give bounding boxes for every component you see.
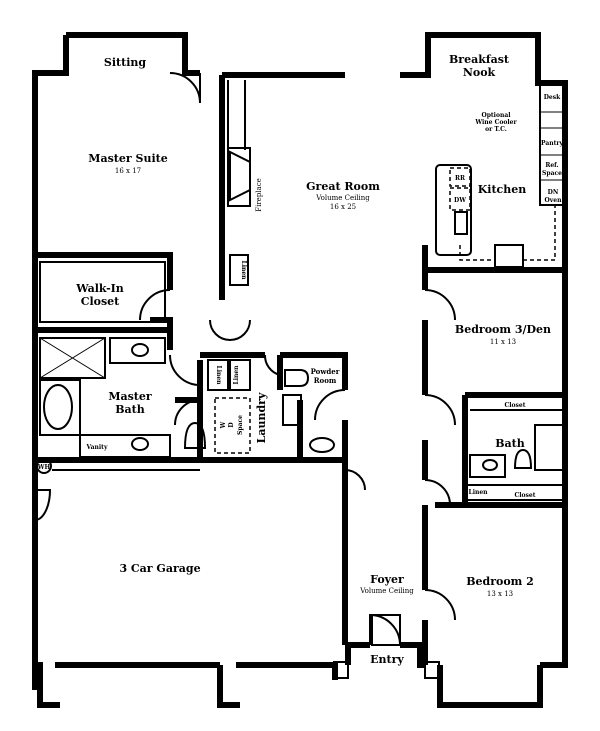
label-walk-in: Walk-In — [75, 282, 124, 295]
label-bedroom2: Bedroom 2 — [466, 575, 534, 588]
label-powder: Powder — [311, 367, 340, 376]
label-bath-hall: Bath — [495, 437, 525, 450]
label-garage: 3 Car Garage — [119, 562, 200, 575]
label-space: Space — [542, 170, 562, 177]
label-desk: Desk — [544, 94, 561, 101]
size-bedroom3: 11 x 13 — [490, 338, 516, 346]
size-bedroom2: 13 x 13 — [487, 590, 513, 598]
label-dw: DW — [454, 197, 466, 204]
walls — [32, 32, 568, 708]
label-nook: Nook — [463, 66, 496, 79]
label-master: Master — [108, 390, 152, 403]
label-wine-1: Optional — [481, 112, 511, 119]
label-sitting: Sitting — [104, 56, 146, 69]
label-w: W — [220, 421, 227, 429]
room-labels: Sitting Master Suite 16 x 17 Great Room … — [37, 53, 564, 666]
label-entry: Entry — [370, 653, 404, 666]
label-wine-3: or T.C. — [485, 126, 507, 133]
label-d: D — [228, 422, 235, 427]
label-bath: Bath — [115, 403, 145, 416]
label-breakfast: Breakfast — [449, 53, 510, 66]
label-great-room: Great Room — [306, 180, 380, 193]
label-linen-b: Linen — [233, 365, 240, 385]
label-kitchen: Kitchen — [478, 183, 527, 196]
label-master-suite: Master Suite — [88, 152, 167, 165]
label-laundry: Laundry — [255, 392, 268, 443]
doors — [34, 72, 456, 646]
label-space-wd: Space — [237, 415, 244, 435]
label-rr: RR — [455, 175, 466, 182]
note-great-room: Volume Ceiling — [315, 194, 370, 202]
label-wine-2: Wine Cooler — [474, 119, 517, 126]
label-bedroom3: Bedroom 3/Den — [455, 323, 551, 336]
fixtures — [36, 80, 566, 679]
label-linen-great: Linen — [240, 260, 247, 280]
label-foyer: Foyer — [370, 573, 404, 586]
label-vanity: Vanity — [86, 444, 108, 451]
label-ref: Ref. — [545, 162, 558, 169]
label-wh: WH — [37, 464, 51, 471]
label-room: Room — [314, 376, 337, 385]
label-dn: DN — [548, 189, 559, 196]
note-foyer: Volume Ceiling — [359, 587, 414, 595]
size-master-suite: 16 x 17 — [115, 167, 141, 175]
size-great-room: 16 x 25 — [330, 203, 356, 211]
label-closet-b3: Closet — [504, 402, 525, 409]
label-pantry: Pantry — [541, 140, 564, 147]
label-linen-hall: Linen — [468, 489, 488, 496]
label-linen-a: Linen — [215, 365, 222, 385]
label-closet: Closet — [81, 295, 120, 308]
label-fireplace: Fireplace — [255, 178, 263, 212]
label-closet-b2: Closet — [514, 492, 535, 499]
label-oven: Oven — [545, 197, 563, 204]
